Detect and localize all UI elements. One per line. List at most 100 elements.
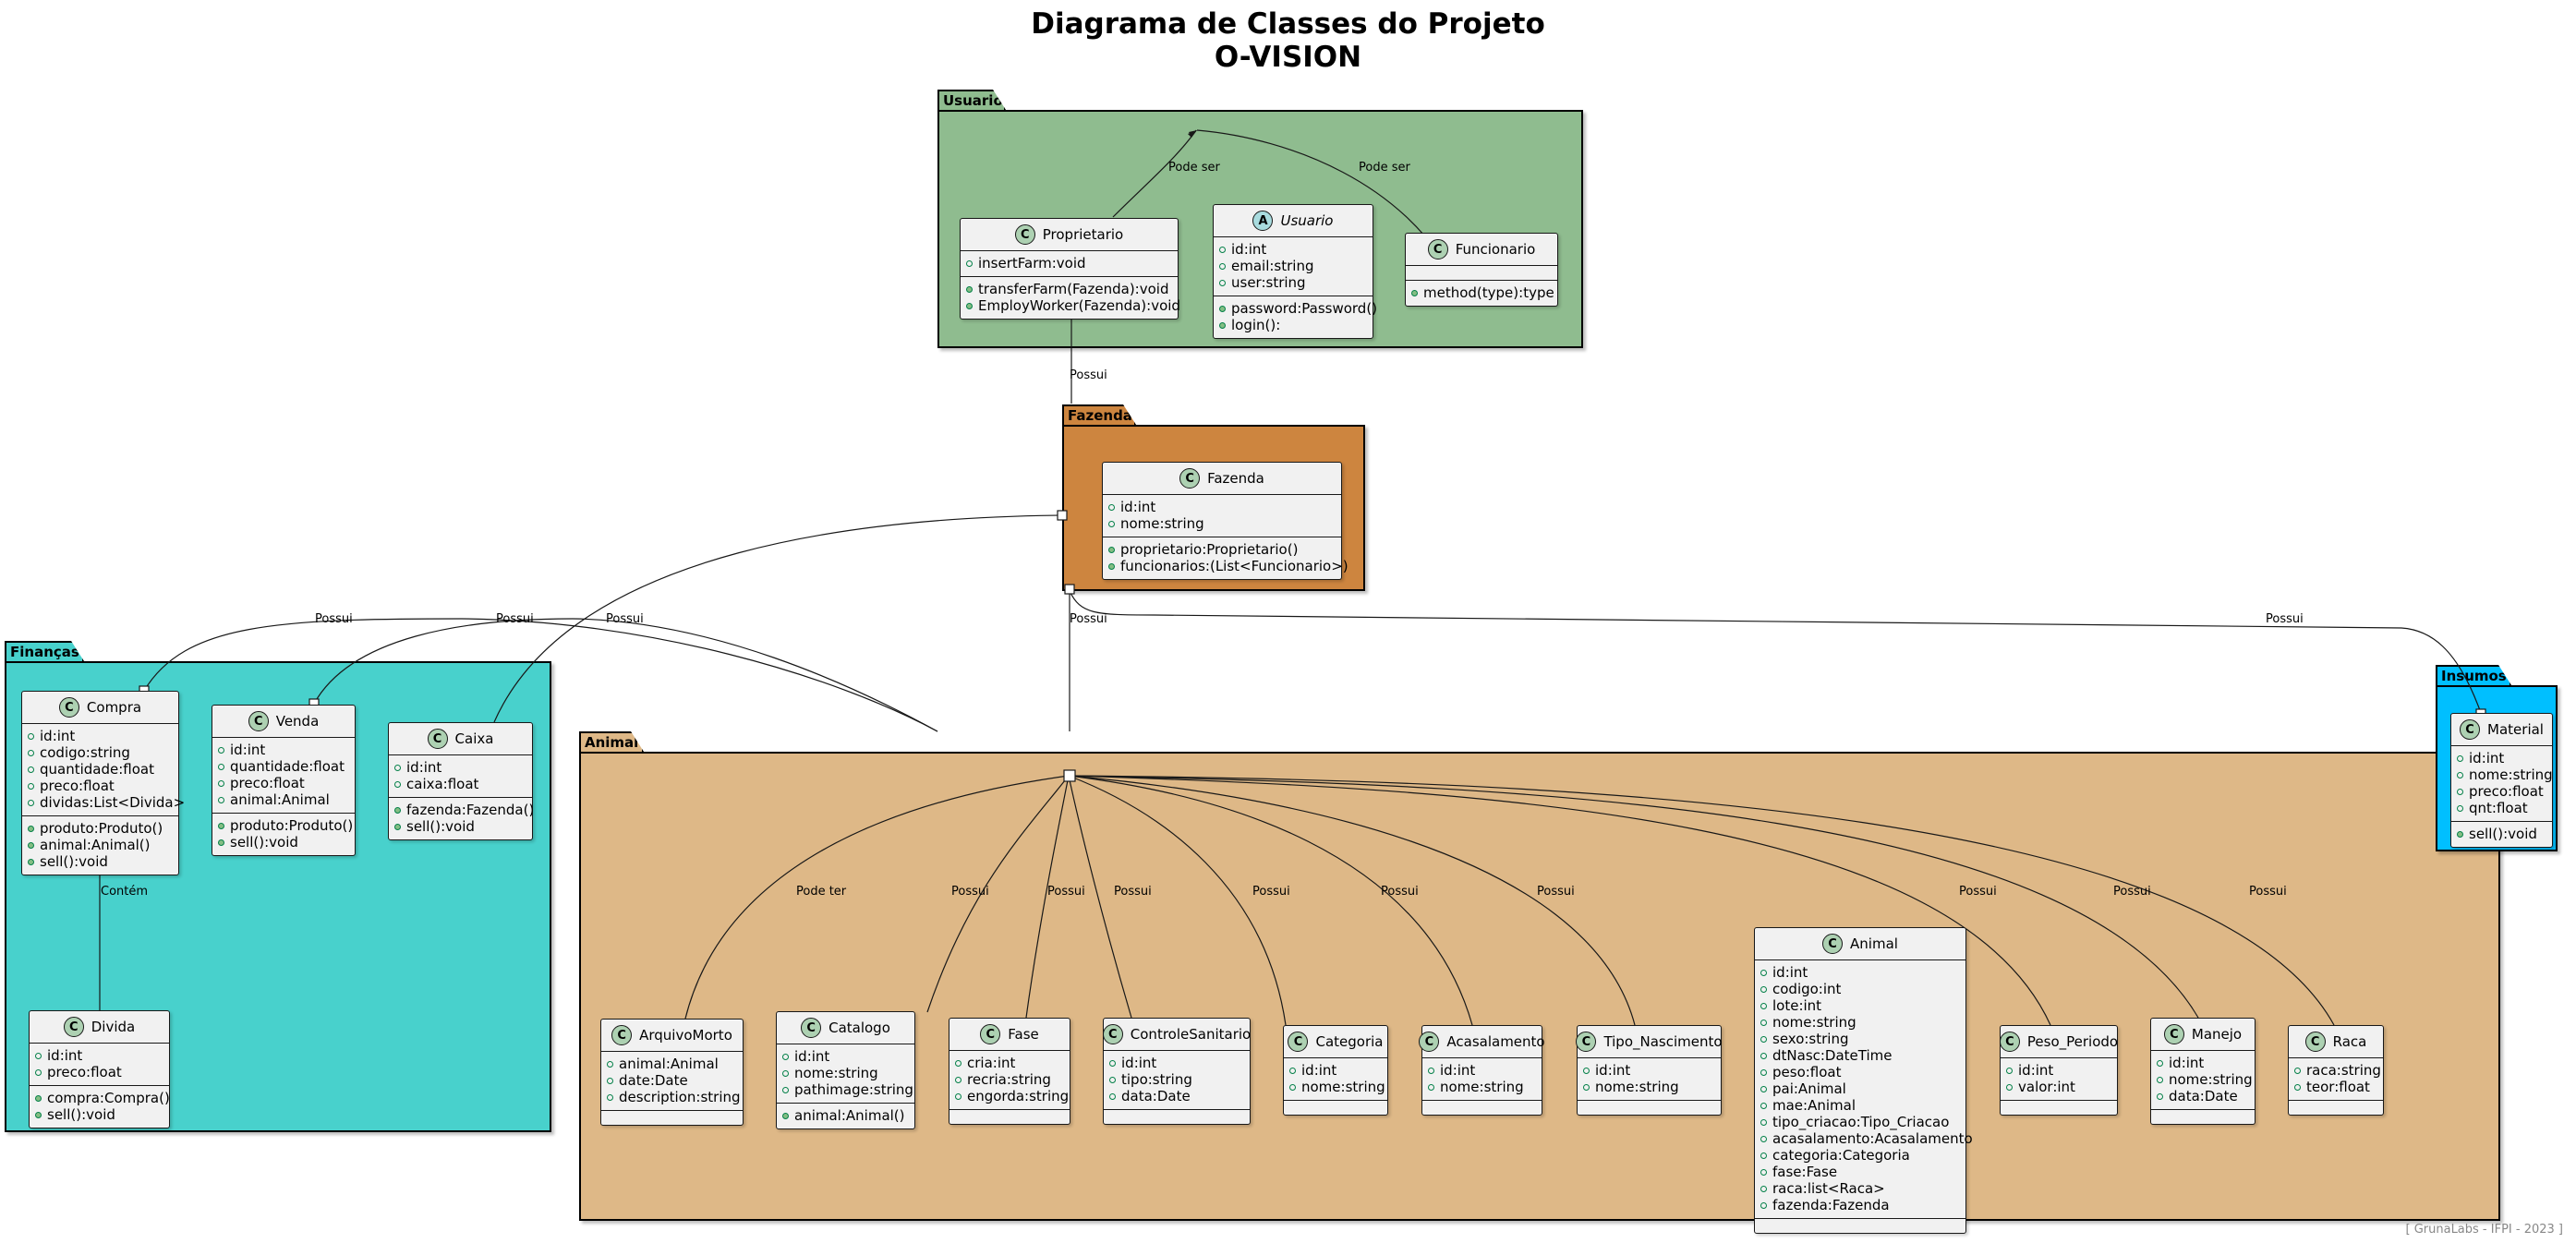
public-visibility-icon — [1760, 1118, 1767, 1126]
edge-label-animal-fase: Possui — [1047, 885, 1085, 899]
method-text: sell():void — [2469, 826, 2537, 842]
class-method: compra:Compra() — [35, 1090, 170, 1106]
class-icon: C — [2460, 719, 2481, 740]
public-visibility-icon — [28, 782, 34, 790]
public-visibility-icon — [1109, 1092, 1116, 1100]
public-visibility-icon — [1583, 1083, 1590, 1091]
class-field: id:int — [1583, 1062, 1715, 1079]
field-text: id:int — [2469, 750, 2505, 766]
edge-label-animal-raca: Possui — [2249, 885, 2287, 899]
field-text: animal:Animal — [619, 1056, 719, 1072]
field-text: nome:string — [2469, 766, 2553, 783]
public-visibility-icon — [218, 822, 224, 829]
field-text: caixa:float — [406, 776, 479, 792]
public-visibility-icon — [782, 1053, 789, 1060]
public-visibility-icon — [1760, 1085, 1767, 1092]
public-visibility-icon — [1108, 546, 1115, 553]
field-text: peso:float — [1772, 1064, 1842, 1080]
public-visibility-icon — [394, 806, 401, 814]
class-field: user:string — [1219, 274, 1367, 291]
class-method: login(): — [1219, 317, 1367, 333]
public-visibility-icon — [1219, 305, 1226, 312]
class-name: Funcionario — [1455, 241, 1536, 258]
public-visibility-icon — [218, 796, 224, 803]
field-text: cria:int — [967, 1055, 1016, 1071]
class-field: preco:float — [2457, 783, 2546, 800]
class-name: Fase — [1008, 1026, 1039, 1043]
class-field: nome:string — [1583, 1079, 1715, 1095]
field-text: fazenda:Fazenda — [1772, 1197, 1890, 1213]
class-methods: animal:Animal() — [777, 1103, 914, 1128]
method-text: sell():void — [47, 1106, 115, 1123]
field-text: nome:string — [1595, 1079, 1679, 1095]
class-methods: password:Password()login(): — [1214, 296, 1377, 338]
public-visibility-icon — [1760, 1002, 1767, 1009]
class-field: codigo:int — [1760, 981, 1960, 997]
public-visibility-icon — [1583, 1067, 1590, 1074]
class-name: Fazenda — [1207, 470, 1264, 487]
class-field: teor:float — [2294, 1079, 2377, 1095]
class-field: fase:Fase — [1760, 1164, 1960, 1180]
class-icon: C — [63, 1017, 84, 1037]
class-field: quantidade:float — [218, 758, 349, 775]
public-visibility-icon — [2457, 804, 2463, 812]
public-visibility-icon — [1219, 246, 1226, 253]
class-field: id:int — [2457, 750, 2546, 766]
field-text: teor:float — [2306, 1079, 2370, 1095]
public-visibility-icon — [1428, 1083, 1434, 1091]
field-text: id:int — [47, 1047, 83, 1064]
edge-label-compra-divida: Contém — [101, 885, 149, 899]
public-visibility-icon — [1760, 1135, 1767, 1142]
abstract-class-icon: A — [1252, 211, 1274, 231]
public-visibility-icon — [607, 1077, 613, 1084]
field-text: nome:string — [1120, 515, 1204, 532]
public-visibility-icon — [607, 1093, 613, 1101]
class-methods: compra:Compra()sell():void — [30, 1085, 170, 1128]
class-methods — [949, 1109, 1070, 1124]
class-method: animal:Animal() — [28, 837, 173, 853]
class-name: Categoria — [1315, 1033, 1384, 1050]
field-text: lote:int — [1772, 997, 1822, 1014]
class-field: preco:float — [35, 1064, 163, 1080]
method-text: compra:Compra() — [47, 1090, 170, 1106]
class-field: pai:Animal — [1760, 1080, 1960, 1097]
public-visibility-icon — [607, 1060, 613, 1068]
field-text: dtNasc:DateTime — [1772, 1047, 1893, 1064]
class-field: id:int — [782, 1048, 909, 1065]
field-text: preco:float — [2469, 783, 2544, 800]
public-visibility-icon — [1760, 1152, 1767, 1159]
class-field: tipo:string — [1109, 1071, 1244, 1088]
class-method: sell():void — [2457, 826, 2546, 842]
public-visibility-icon — [35, 1052, 42, 1059]
public-visibility-icon — [1428, 1067, 1434, 1074]
class-field: codigo:string — [28, 744, 173, 761]
class-field: id:int — [1289, 1062, 1382, 1079]
class-name: Compra — [86, 699, 142, 716]
public-visibility-icon — [2457, 754, 2463, 762]
